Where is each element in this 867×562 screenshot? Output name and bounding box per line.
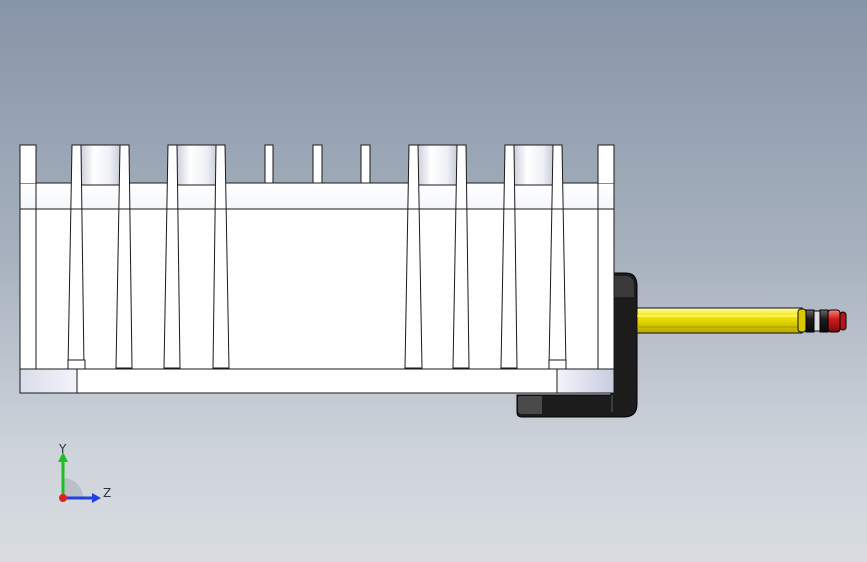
mounting-post-4[interactable]	[500, 144, 567, 370]
x-axis-dot	[59, 494, 67, 502]
mounting-post-2[interactable]	[163, 144, 230, 369]
y-axis-label: Y	[58, 442, 67, 456]
cooling-fins	[19, 144, 615, 184]
rod-end-cap[interactable]	[805, 309, 847, 333]
triad-plane	[63, 478, 83, 498]
z-axis-arrow	[92, 493, 101, 503]
mounting-post-1[interactable]	[67, 144, 133, 370]
actuator-rod[interactable]	[636, 307, 807, 334]
housing-body[interactable]	[19, 182, 615, 394]
mounting-post-3[interactable]	[404, 144, 470, 369]
coordinate-triad: Y Z	[58, 442, 111, 503]
y-axis-arrow	[58, 452, 68, 462]
z-axis-label: Z	[103, 486, 111, 500]
